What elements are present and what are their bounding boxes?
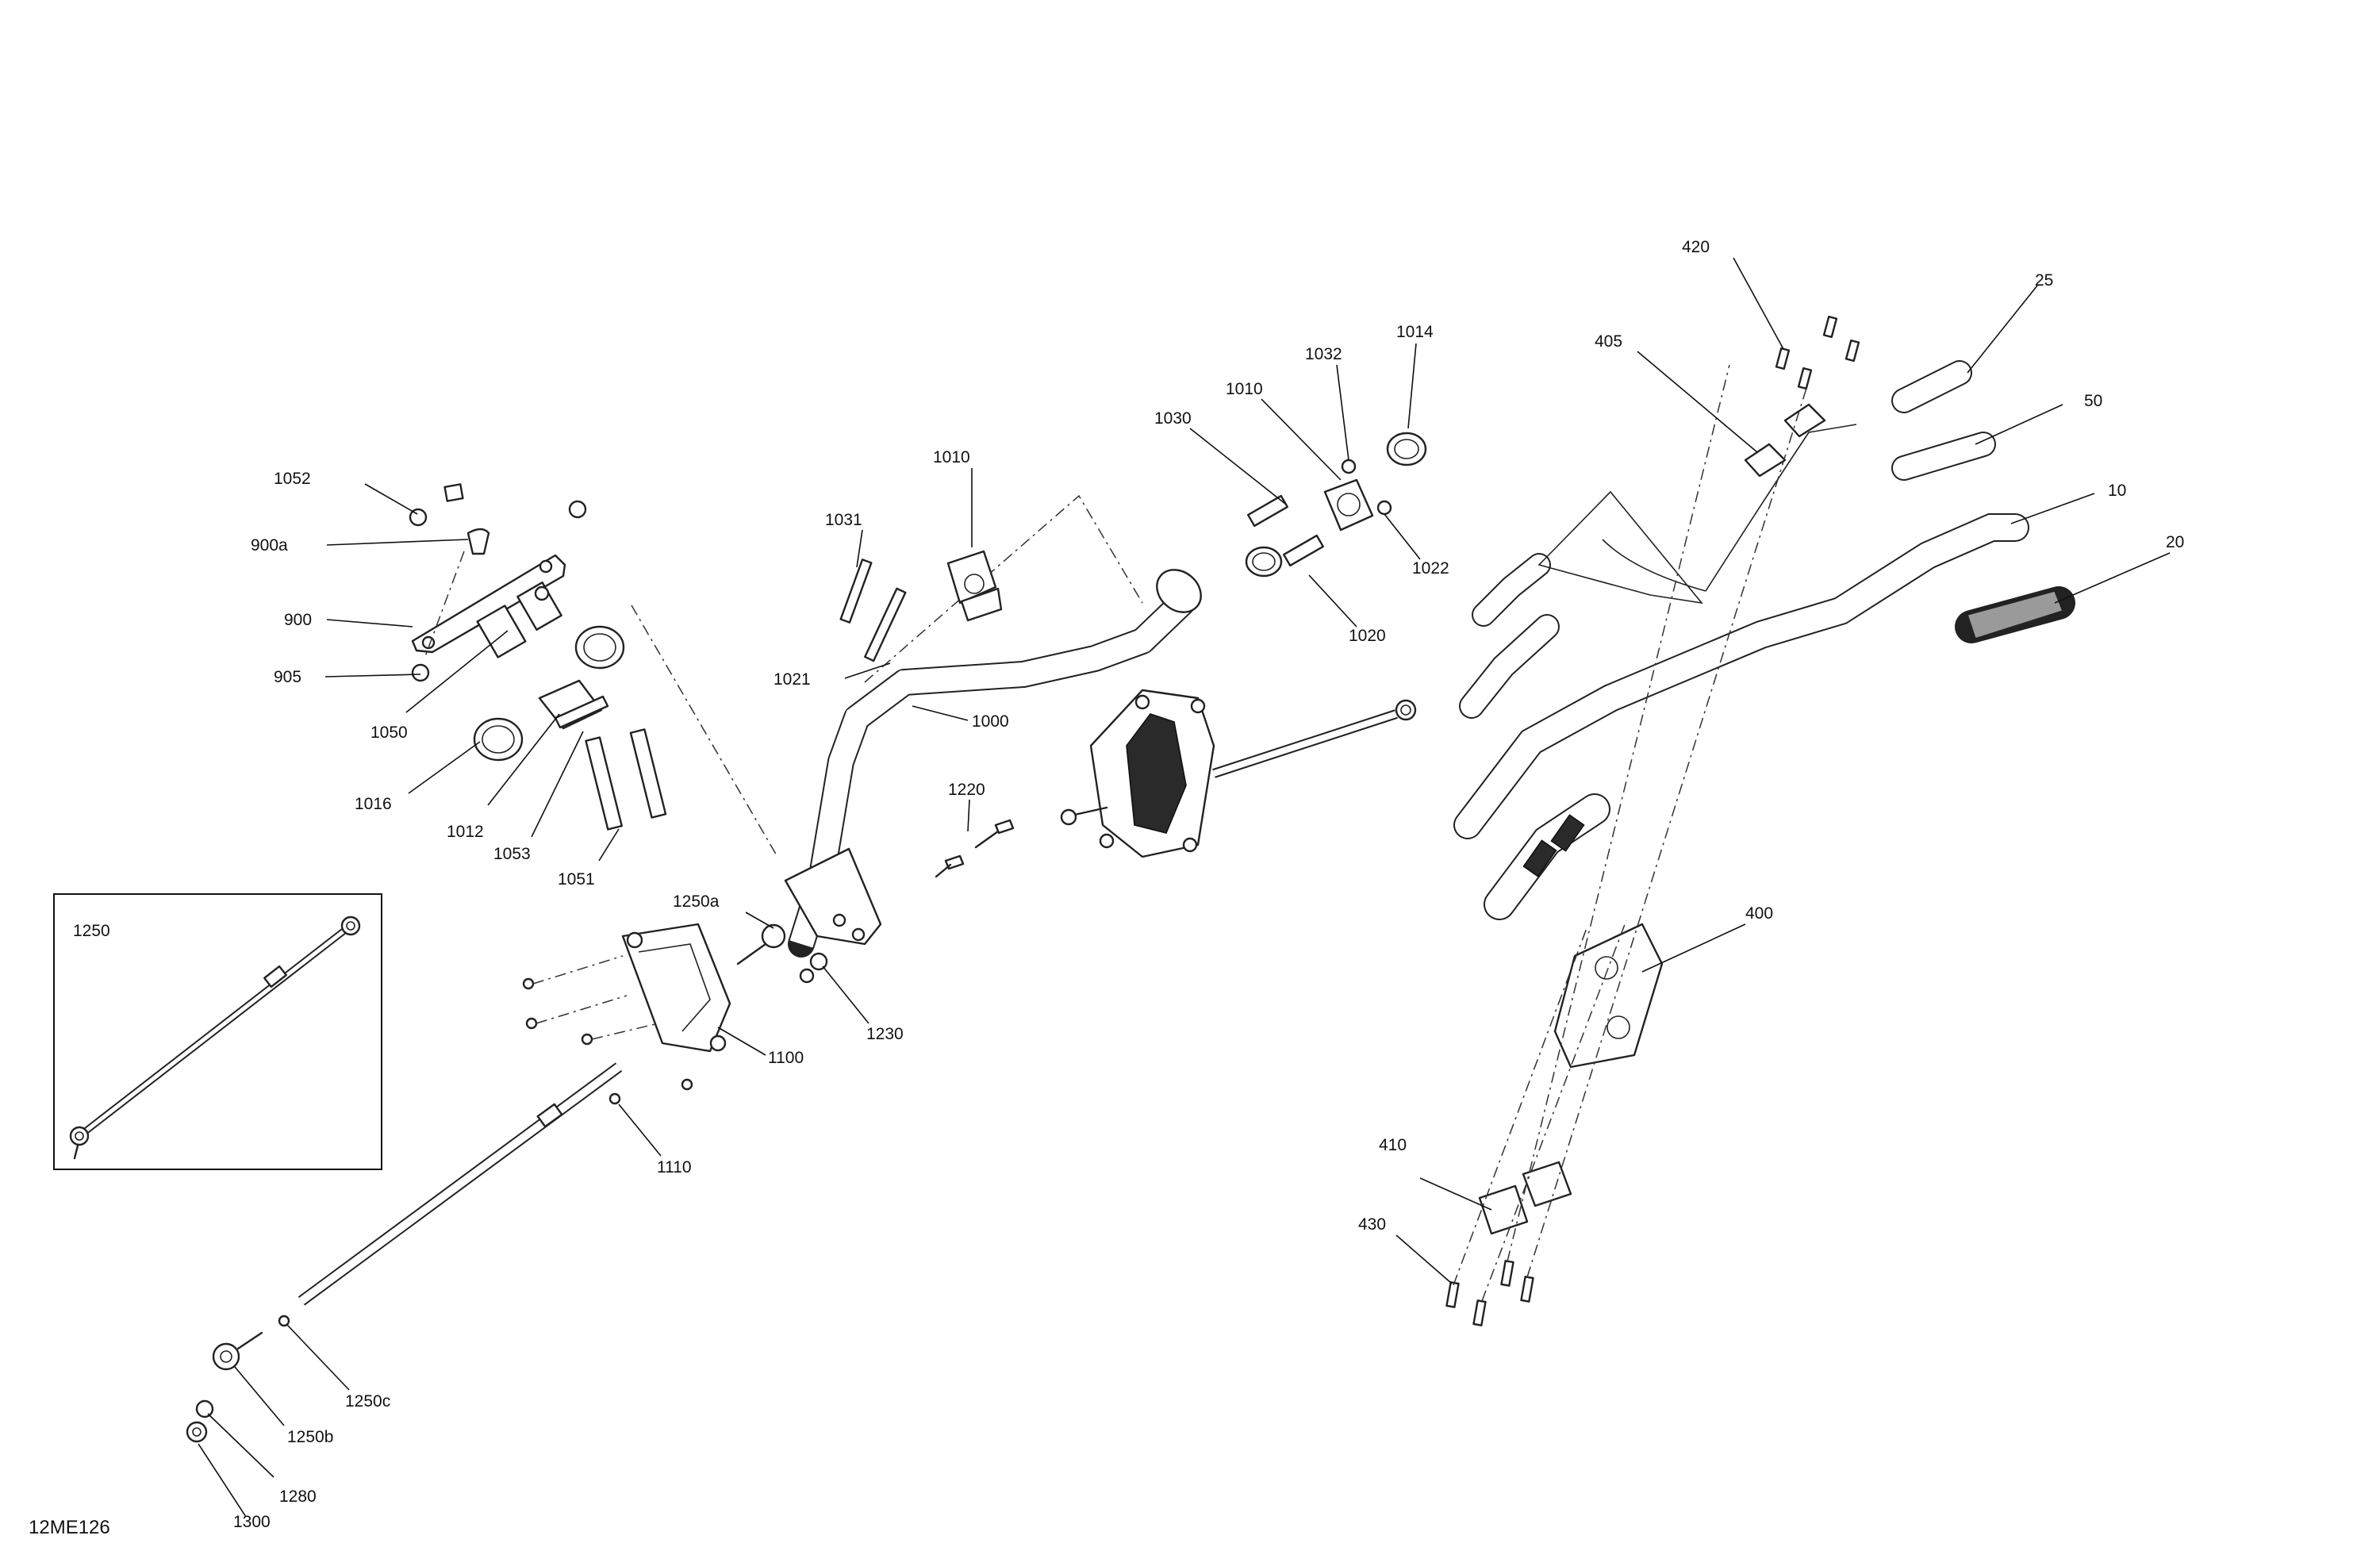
inset-tie-rod-1250 [53, 893, 382, 1170]
callout-420: 420 [1682, 238, 1710, 256]
figure-code: 12ME126 [29, 1517, 110, 1538]
callout-1021: 1021 [774, 670, 811, 689]
callout-405: 405 [1595, 332, 1622, 351]
callout-1053: 1053 [493, 845, 531, 863]
callout-400: 400 [1745, 904, 1773, 923]
callout-1016: 1016 [355, 795, 392, 813]
upper-clamp-assembly [409, 483, 778, 858]
callout-1250a: 1250a [673, 892, 720, 911]
callout-1031: 1031 [825, 511, 862, 529]
callout-1030: 1030 [1154, 409, 1192, 428]
callout-1250b: 1250b [287, 1428, 333, 1446]
callout-430: 430 [1358, 1215, 1386, 1234]
callout-1000: 1000 [972, 712, 1009, 731]
callout-1250c: 1250c [345, 1392, 390, 1411]
callout-410: 410 [1379, 1136, 1407, 1154]
clamp-1010-center [839, 550, 1003, 662]
callout-25: 25 [2035, 271, 2053, 290]
inset-label: 1250 [73, 922, 110, 940]
callout-1280: 1280 [279, 1487, 317, 1506]
callout-1110: 1110 [657, 1158, 692, 1176]
callout-900: 900 [284, 611, 312, 629]
callout-905: 905 [274, 668, 301, 686]
tie-rod-lower [186, 1062, 623, 1443]
callout-900a: 900a [251, 536, 288, 555]
callout-labels: 1052 900a 900 905 1050 1016 1012 1053 10… [29, 238, 2184, 1538]
callout-50: 50 [2084, 392, 2102, 410]
callout-1012: 1012 [447, 823, 484, 841]
callout-1051: 1051 [558, 870, 595, 889]
steering-box-assembly [736, 689, 1417, 984]
callout-1050: 1050 [370, 724, 408, 742]
callout-1052: 1052 [274, 470, 311, 488]
clamp-1010-right [1245, 432, 1427, 578]
callout-20: 20 [2166, 533, 2184, 551]
callout-1014: 1014 [1396, 323, 1434, 341]
callout-1230: 1230 [866, 1025, 904, 1043]
callout-1022: 1022 [1412, 559, 1449, 578]
leader-lines [198, 257, 2171, 1518]
callout-1010-right: 1010 [1226, 380, 1263, 398]
callout-1020: 1020 [1349, 627, 1386, 645]
steering-column-cover-1100 [522, 923, 731, 1105]
handlebar-1000 [784, 494, 1202, 958]
callout-1100: 1100 [768, 1049, 804, 1067]
callout-1300: 1300 [233, 1513, 271, 1531]
riser-400 [1445, 364, 1810, 1326]
handlebar-right-assembly [1453, 315, 2075, 920]
callout-1220: 1220 [948, 781, 985, 799]
callout-1010-center: 1010 [933, 448, 970, 466]
callout-10: 10 [2108, 482, 2126, 500]
callout-1032: 1032 [1305, 345, 1342, 363]
